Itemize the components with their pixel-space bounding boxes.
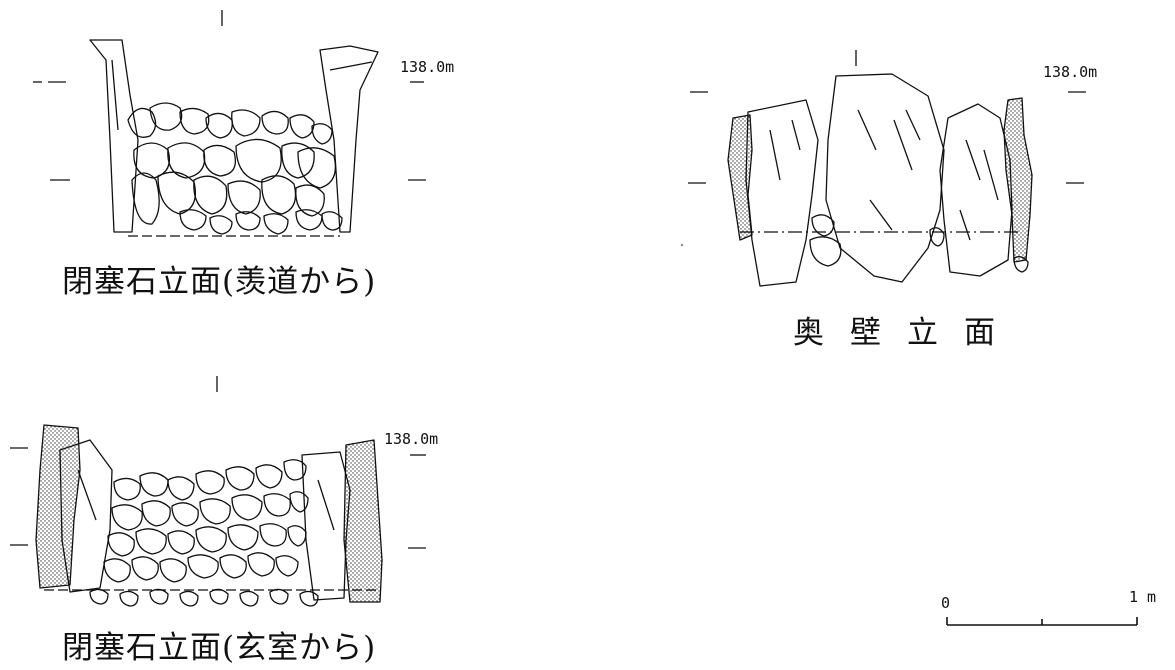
- closing-stone-elevation-chamber-drawing: [10, 376, 426, 607]
- elevation-label-back-wall: 138.0m: [1043, 63, 1098, 81]
- closing-stone-elevation-passage-drawing: [33, 10, 426, 237]
- back-wall-elevation-drawing: [688, 50, 1086, 287]
- caption-closing-stone-passage: 閉塞石立面(羡道から): [62, 264, 377, 300]
- caption-back-wall: 奥壁立面: [793, 315, 1021, 351]
- elevation-label-passage: 138.0m: [400, 58, 455, 76]
- scale-end-label: 1 m: [1129, 588, 1157, 606]
- caption-closing-stone-chamber: 閉塞石立面(玄室から): [62, 630, 377, 666]
- scale-bar: [946, 617, 1138, 626]
- scale-start-label: 0: [941, 594, 951, 612]
- elevation-label-chamber: 138.0m: [384, 430, 439, 448]
- scan-speck: [680, 243, 684, 247]
